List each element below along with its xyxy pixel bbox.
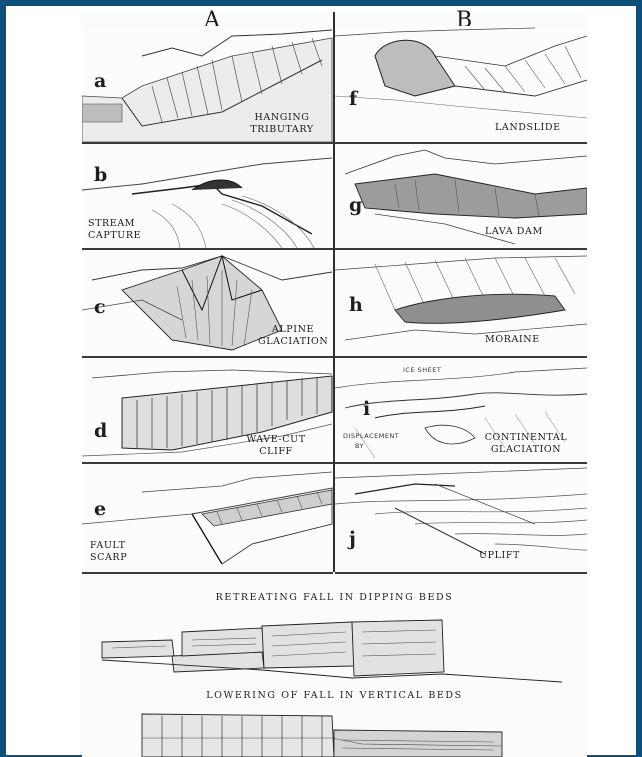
panel-i-caption-line-2: GLACIATION: [471, 444, 581, 456]
panel-j-uplift: j UPLIFT: [335, 464, 587, 574]
panel-b-caption-line-1: STREAM: [88, 218, 141, 230]
lowering-fall-title: LOWERING OF FALL IN VERTICAL BEDS: [82, 690, 587, 701]
waterfall-origins-figure: A B a HANGING TRIBUTAR: [82, 12, 587, 757]
panel-g-letter: g: [349, 194, 362, 216]
panel-a-caption-line-1: HANGING: [242, 112, 322, 124]
panel-d-caption-line-2: CLIFF: [240, 446, 312, 458]
panel-e-letter: e: [94, 498, 106, 520]
panel-g-caption: LAVA DAM: [485, 226, 543, 238]
moraine-sketch: [335, 250, 587, 356]
panel-c-caption: ALPINE GLACIATION: [258, 324, 328, 348]
panel-f-landslide: f LANDSLIDE: [335, 26, 587, 144]
panel-h-moraine: h MORAINE: [335, 250, 587, 358]
panel-d-caption: WAVE-CUT CLIFF: [240, 434, 312, 458]
panel-b-caption-line-2: CAPTURE: [88, 230, 141, 242]
panel-c-caption-line-1: ALPINE: [258, 324, 328, 336]
panel-a-hanging-tributary: a HANGING TRIBUTARY: [82, 26, 333, 144]
panel-f-letter: f: [349, 88, 357, 110]
panel-i-continental-glaciation: ICE SHEET DISPLACEMENT BY i CONTINENTAL …: [335, 358, 587, 464]
panel-i-note-ice-sheet: ICE SHEET: [403, 366, 441, 374]
panel-e-fault-scarp: e FAULT SCARP: [82, 464, 333, 574]
figure-frame: A B a HANGING TRIBUTAR: [6, 6, 636, 755]
panel-h-letter: h: [349, 294, 363, 316]
panel-j-caption: UPLIFT: [479, 550, 520, 562]
panel-g-lava-dam: g LAVA DAM: [335, 144, 587, 250]
panel-c-letter: c: [94, 296, 106, 318]
retreating-fall-sketch: [82, 612, 587, 692]
panel-b-letter: b: [94, 164, 107, 186]
panel-d-wave-cut-cliff: d WAVE-CUT CLIFF: [82, 358, 333, 464]
lowering-fall-sketch: [82, 708, 587, 757]
panel-e-caption: FAULT SCARP: [90, 540, 127, 564]
panel-i-caption: CONTINENTAL GLACIATION: [471, 432, 581, 456]
panel-i-note-displacement: DISPLACEMENT: [343, 432, 399, 440]
panel-i-letter: i: [363, 398, 370, 420]
panel-j-letter: j: [349, 528, 356, 550]
panel-a-letter: a: [94, 70, 106, 92]
panel-c-alpine-glaciation: c ALPINE GLACIATION: [82, 250, 333, 358]
panel-a-caption-line-2: TRIBUTARY: [242, 124, 322, 136]
panel-b-caption: STREAM CAPTURE: [88, 218, 141, 242]
panel-e-caption-line-2: SCARP: [90, 552, 127, 564]
panel-d-caption-line-1: WAVE-CUT: [240, 434, 312, 446]
panel-f-caption: LANDSLIDE: [495, 122, 561, 134]
panel-h-caption: MORAINE: [485, 334, 540, 346]
panel-e-caption-line-1: FAULT: [90, 540, 127, 552]
panel-c-caption-line-2: GLACIATION: [258, 336, 328, 348]
retreating-fall-title: RETREATING FALL IN DIPPING BEDS: [82, 592, 587, 603]
panel-a-caption: HANGING TRIBUTARY: [242, 112, 322, 136]
lava-dam-sketch: [335, 144, 587, 248]
panel-i-note-by: BY: [355, 442, 364, 450]
uplift-sketch: [335, 464, 587, 572]
panel-i-caption-line-1: CONTINENTAL: [471, 432, 581, 444]
panel-b-stream-capture: b STREAM CAPTURE: [82, 144, 333, 250]
panel-d-letter: d: [94, 420, 107, 442]
